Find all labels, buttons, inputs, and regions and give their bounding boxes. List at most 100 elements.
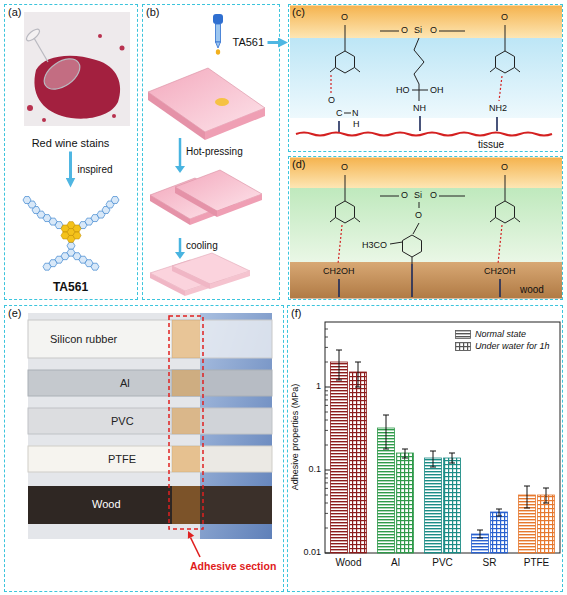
wine-photo bbox=[34, 38, 48, 62]
legend-text: Under water for 1h bbox=[475, 341, 550, 352]
bar-chart bbox=[444, 458, 461, 553]
substrate-plate bbox=[148, 68, 265, 140]
tissue-interface bbox=[515, 68, 521, 73]
dropper-icon bbox=[213, 14, 223, 55]
dropper-icon bbox=[216, 49, 220, 55]
bar-chart bbox=[491, 512, 508, 553]
tissue-interface bbox=[338, 121, 340, 132]
wood-interface bbox=[290, 158, 562, 189]
tick-label: 1 bbox=[316, 381, 321, 392]
tissue-interface bbox=[290, 38, 562, 118]
tissue-interface bbox=[344, 113, 351, 114]
lap-joint-photo bbox=[172, 408, 272, 434]
bar-chart bbox=[336, 350, 549, 538]
dropper-icon bbox=[216, 42, 221, 48]
wood-interface bbox=[499, 279, 501, 297]
lap-joint-photo bbox=[172, 408, 200, 434]
legend-item: Normal state bbox=[455, 328, 550, 340]
substrate-plate bbox=[148, 92, 205, 140]
category-label: Al bbox=[391, 557, 400, 569]
panel-label: (d) bbox=[292, 158, 559, 171]
legend-box: Normal stateUnder water for 1h bbox=[452, 326, 553, 354]
axis-title: Adhesive properties (MPa) bbox=[291, 384, 300, 491]
molecule-structure bbox=[37, 211, 45, 218]
lap-joint-photo bbox=[28, 446, 200, 472]
wood-interface bbox=[498, 225, 502, 264]
molecule-structure bbox=[67, 229, 75, 236]
panel-box: (d) bbox=[288, 156, 563, 300]
wood-interface bbox=[290, 188, 562, 262]
atom-label: Si bbox=[414, 190, 422, 201]
substrate-plate bbox=[215, 98, 229, 106]
molecule-structure bbox=[67, 222, 75, 229]
atom-label: O bbox=[401, 25, 408, 36]
molecule-structure bbox=[91, 215, 99, 222]
atom-label: O bbox=[341, 12, 348, 23]
lap-joint-photo bbox=[28, 408, 200, 434]
legend-item: Under water for 1h bbox=[455, 340, 550, 352]
legend-swatch bbox=[456, 330, 471, 338]
bar-chart bbox=[378, 428, 395, 553]
tick-label: 0.01 bbox=[303, 547, 321, 558]
wine-photo bbox=[42, 118, 46, 122]
lap-joint-photo bbox=[172, 370, 272, 396]
wood-interface bbox=[339, 264, 500, 297]
bar-chart bbox=[325, 322, 560, 553]
bar-chart bbox=[397, 453, 414, 553]
legend-swatch bbox=[456, 342, 471, 350]
lap-joint-photo bbox=[172, 320, 200, 358]
tissue-interface bbox=[499, 76, 502, 101]
lap-joint-photo bbox=[191, 538, 201, 558]
substrate-label: wood bbox=[520, 284, 544, 296]
lap-joint-photo bbox=[28, 370, 200, 396]
bar-chart bbox=[325, 387, 330, 553]
material-label: PVC bbox=[111, 415, 134, 428]
bonded-plates bbox=[175, 170, 262, 211]
legend-swatch bbox=[456, 342, 471, 350]
atom-label: OH bbox=[430, 85, 444, 96]
bar-chart bbox=[397, 453, 414, 553]
bar-chart bbox=[519, 495, 536, 553]
molecule-structure bbox=[43, 263, 51, 270]
wood-interface bbox=[290, 262, 562, 299]
bonded-plates bbox=[190, 202, 235, 225]
wood-interface bbox=[413, 223, 419, 234]
wood-interface bbox=[290, 158, 562, 299]
wood-interface bbox=[515, 218, 521, 223]
photo-box: Red wine stains bbox=[10, 12, 132, 152]
lap-joint-photo bbox=[28, 313, 272, 557]
flow-arrow bbox=[69, 152, 72, 182]
wine-photo bbox=[24, 12, 130, 126]
molecule-structure bbox=[61, 225, 69, 232]
atom-label: O bbox=[430, 25, 437, 36]
molecule-structure bbox=[61, 253, 69, 260]
panel-box: (a)Red wine stainsTA561 bbox=[4, 4, 138, 300]
process-arrow bbox=[175, 252, 185, 259]
wood-interface bbox=[390, 242, 403, 244]
reagent-box: TA561 bbox=[230, 35, 268, 51]
cooled-plates bbox=[150, 253, 250, 296]
step-label: cooling bbox=[186, 240, 218, 252]
structure-box: TA561 bbox=[10, 188, 132, 296]
category-label: SR bbox=[483, 557, 497, 569]
wine-photo bbox=[34, 56, 120, 119]
process-arrow bbox=[179, 238, 182, 253]
tissue-interface bbox=[345, 25, 346, 51]
tissue-interface bbox=[380, 31, 399, 32]
substrate-plate bbox=[148, 68, 265, 132]
wood-interface bbox=[330, 175, 520, 264]
material-label: Silicon rubber bbox=[50, 333, 117, 346]
tissue-interface bbox=[496, 51, 515, 73]
wood-interface bbox=[355, 218, 361, 223]
lap-joint-photo bbox=[28, 320, 200, 358]
lap-joint-photo bbox=[172, 446, 200, 472]
molecule-structure bbox=[97, 211, 105, 218]
bar-chart bbox=[350, 372, 367, 553]
lap-joint-photo bbox=[172, 486, 200, 524]
wine-photo bbox=[27, 105, 33, 111]
molecule-structure bbox=[73, 225, 81, 232]
atom-label: HO bbox=[396, 85, 410, 96]
panel-label: (c) bbox=[292, 6, 559, 19]
dropper-icon bbox=[213, 14, 223, 24]
molecule-structure bbox=[55, 256, 63, 263]
